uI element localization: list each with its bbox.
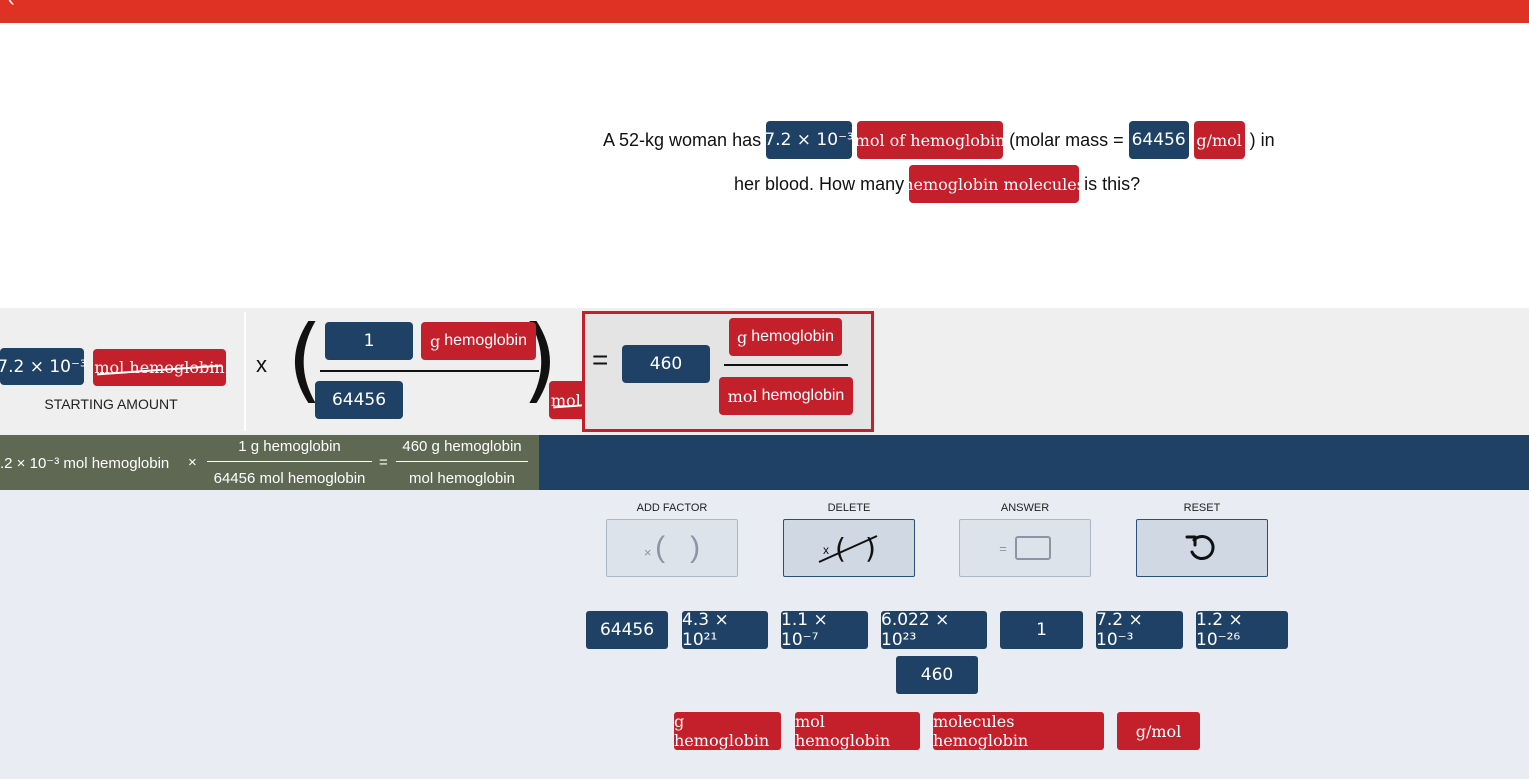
equals-sign: = xyxy=(592,344,609,375)
summary-equals: = xyxy=(379,454,388,471)
divider xyxy=(244,312,246,431)
result-denominator-unit: mol hemoglobin xyxy=(719,377,853,415)
unit-tile[interactable]: g hemoglobin xyxy=(674,712,781,750)
number-tile[interactable]: 64456 xyxy=(586,611,668,649)
result-value: 460 xyxy=(622,345,710,383)
unit-tile[interactable]: mol hemoglobin xyxy=(795,712,920,750)
work-area: 7.2 × 10⁻³ mol hemoglobin STARTING AMOUN… xyxy=(0,308,1529,435)
fraction-bar xyxy=(320,370,539,372)
result-box: = 460 g hemoglobin mol hemoglobin xyxy=(582,311,874,432)
add-factor-label: ADD FACTOR xyxy=(636,502,708,514)
number-tile[interactable]: 1 xyxy=(1000,611,1083,649)
times-sign: x xyxy=(256,352,267,377)
unit-prefix: g xyxy=(737,327,748,347)
number-tile[interactable]: 460 xyxy=(896,656,978,694)
delete-button[interactable]: x ( ) xyxy=(783,519,915,577)
summary-result-denominator: mol hemoglobin xyxy=(409,470,515,487)
svg-text:(: ( xyxy=(835,532,846,565)
summary-factor-numerator: 1 g hemoglobin xyxy=(238,438,341,455)
number-tile[interactable]: 1.2 × 10⁻²⁶ xyxy=(1196,610,1288,650)
reset-icon xyxy=(1185,535,1215,560)
molar-mass-chip: 64456 xyxy=(1128,121,1189,159)
summary-start: .2 × 10⁻³ mol hemoglobin xyxy=(0,455,170,472)
summary-equation: .2 × 10⁻³ mol hemoglobin × 1 g hemoglobi… xyxy=(0,435,539,490)
summary-times: × xyxy=(188,454,197,471)
header-bar: ‹ xyxy=(0,0,1529,23)
number-tile[interactable]: 6.022 × 10²³ xyxy=(881,610,987,650)
summary-bar: .2 × 10⁻³ mol hemoglobin × 1 g hemoglobi… xyxy=(0,435,1529,490)
chevron-left-icon[interactable]: ‹ xyxy=(8,0,15,11)
target-unit-chip: hemoglobin molecules xyxy=(903,165,1085,203)
delete-factor-icon: x ( ) xyxy=(818,532,878,565)
unit-tile[interactable]: g/mol xyxy=(1117,712,1200,750)
question-text: ) in xyxy=(1249,129,1275,150)
molar-mass-unit-chip: g/mol xyxy=(1193,121,1245,159)
unit-prefix: mol xyxy=(727,386,758,406)
reset-button[interactable] xyxy=(1136,519,1268,577)
question-text: (molar mass = xyxy=(1009,129,1124,150)
answer-box-icon: = xyxy=(999,536,1051,560)
amount-chip: 7.2 × 10⁻³ xyxy=(764,121,854,159)
fraction-bar xyxy=(396,461,528,462)
starting-value[interactable]: 7.2 × 10⁻³ xyxy=(0,348,87,385)
factor-numerator-unit[interactable]: g hemoglobin xyxy=(421,322,536,360)
reset-label: RESET xyxy=(1183,502,1221,514)
fraction-bar xyxy=(207,461,372,462)
tool-panel: ADD FACTOR × ( ) DELETE x ( ) ANSWER = R… xyxy=(0,490,1529,779)
starting-amount-label: STARTING AMOUNT xyxy=(44,396,178,412)
summary-result-numerator: 460 g hemoglobin xyxy=(402,438,522,455)
starting-unit[interactable]: mol hemoglobin xyxy=(93,348,226,386)
answer-label: ANSWER xyxy=(1000,502,1050,514)
amount-unit-chip: mol of hemoglobin xyxy=(855,121,1006,159)
question-line-1: A 52-kg woman has 7.2 × 10⁻³ mol of hemo… xyxy=(603,121,1275,159)
svg-text:): ) xyxy=(865,532,876,565)
question-line-2: her blood. How many hemoglobin molecules… xyxy=(734,165,1140,203)
fraction-bar xyxy=(724,364,848,366)
question-text: her blood. How many xyxy=(734,173,905,194)
result-numerator-unit: g hemoglobin xyxy=(729,318,842,356)
add-factor-button[interactable]: × ( ) xyxy=(606,519,738,577)
factor-numerator-value[interactable]: 1 xyxy=(325,322,413,360)
summary-factor-denominator: 64456 mol hemoglobin xyxy=(213,470,366,487)
question-text: is this? xyxy=(1084,173,1141,194)
answer-button[interactable]: = xyxy=(959,519,1091,577)
unit-tile[interactable]: molecules hemoglobin xyxy=(933,712,1104,750)
number-tile[interactable]: 7.2 × 10⁻³ xyxy=(1096,610,1183,650)
question-text: A 52-kg woman has xyxy=(603,129,762,150)
unit-name: hemoglobin xyxy=(444,332,527,349)
unit-prefix: g xyxy=(430,331,441,351)
unit-name: hemoglobin xyxy=(761,387,845,404)
delete-label: DELETE xyxy=(827,502,871,514)
unit-name: hemoglobin xyxy=(751,328,834,345)
number-tile[interactable]: 1.1 × 10⁻⁷ xyxy=(781,610,868,650)
number-tile[interactable]: 4.3 × 10²¹ xyxy=(682,610,768,650)
svg-text:x: x xyxy=(823,543,829,557)
add-factor-icon: × ( ) xyxy=(643,531,701,564)
factor-denominator-value[interactable]: 64456 xyxy=(315,381,403,419)
